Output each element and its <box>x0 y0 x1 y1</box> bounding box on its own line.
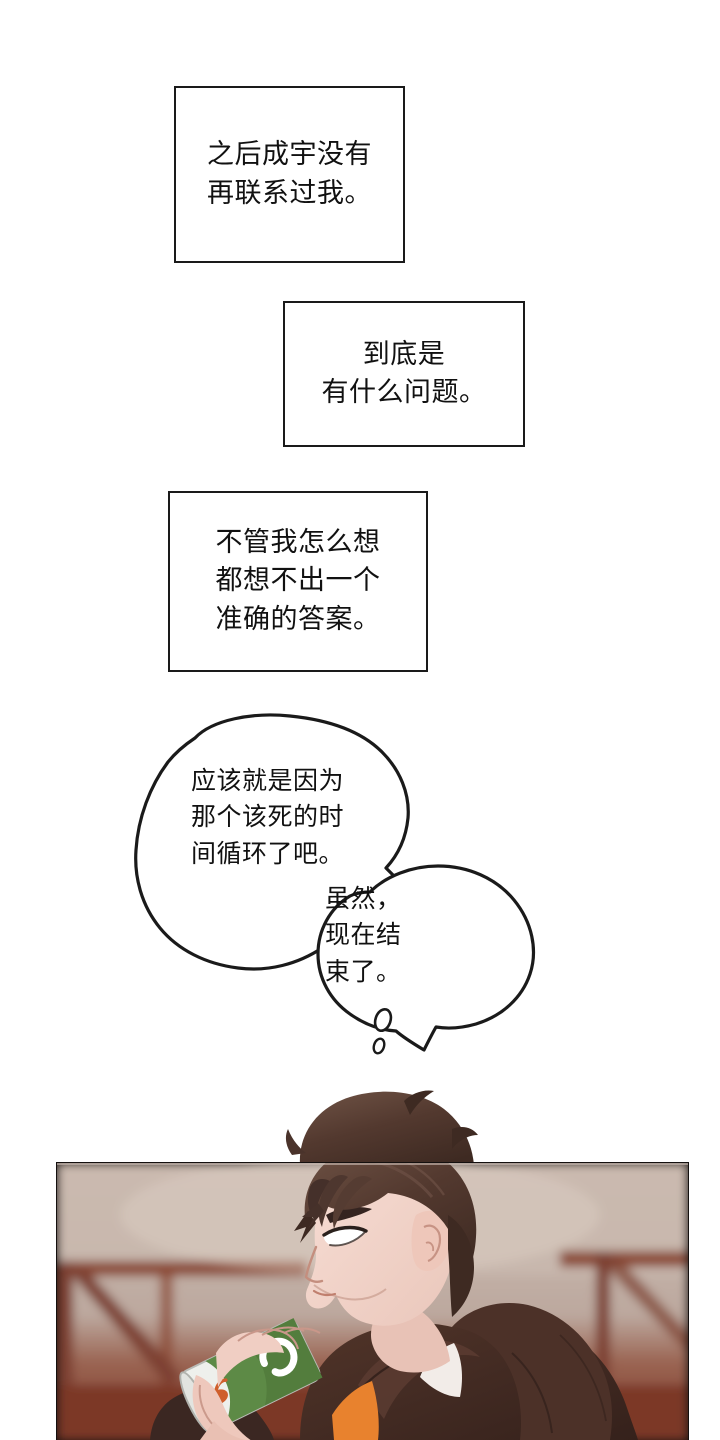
nose <box>304 1245 324 1283</box>
panel-inner-top-edge <box>57 1163 688 1165</box>
mouth <box>312 1289 337 1297</box>
caption-2-text: 到底是 有什么问题。 <box>321 338 487 408</box>
thought-bubble-2-shape <box>316 864 536 1052</box>
thought-bubble-group <box>0 700 720 1100</box>
illustration-artwork <box>0 1085 720 1440</box>
caption-1-text: 之后成宇没有 再联系过我。 <box>207 139 372 209</box>
thought-bubble-1-text: 应该就是因为 那个该死的时 间循环了吧。 <box>191 766 345 868</box>
hair-overflow-top <box>285 1090 478 1165</box>
ear <box>411 1210 451 1271</box>
thought-trail-dot-1 <box>373 1007 393 1033</box>
caption-box-3: 不管我怎么想 都想不出一个 准确的答案。 <box>168 491 428 672</box>
character-man <box>150 1163 638 1440</box>
thought-trail-dot-2 <box>372 1037 386 1055</box>
illustration-panel <box>0 1085 720 1440</box>
panel-contents <box>57 1163 688 1440</box>
hair <box>294 1163 477 1317</box>
eye <box>322 1225 368 1247</box>
thought-bubble-shapes <box>134 713 536 1055</box>
thought-bubble-2-text: 虽然， 现在结 束了。 <box>325 884 402 986</box>
orange-accent <box>332 1381 379 1440</box>
caption-box-1: 之后成宇没有 再联系过我。 <box>174 86 405 263</box>
caption-box-2: 到底是 有什么问题。 <box>283 301 525 447</box>
hand-with-can <box>179 1318 323 1440</box>
inner-shirt <box>420 1343 462 1397</box>
caption-3-text: 不管我怎么想 都想不出一个 准确的答案。 <box>215 527 381 635</box>
